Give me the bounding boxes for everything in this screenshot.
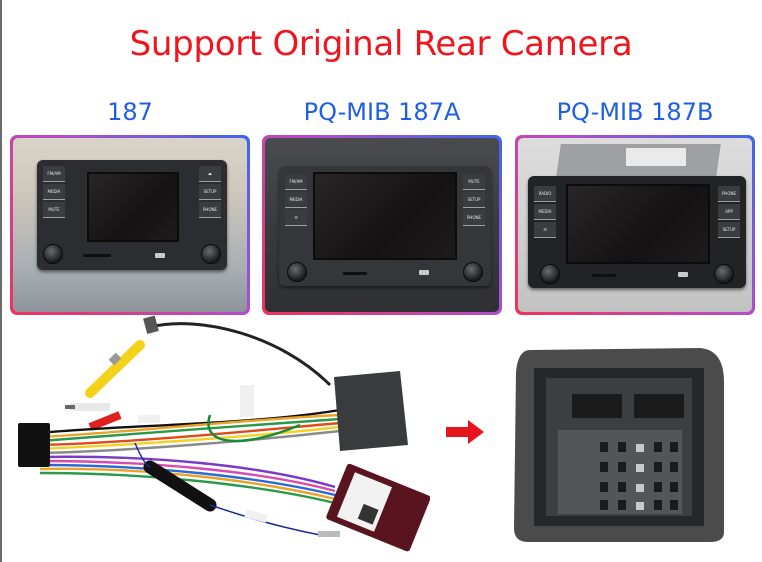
sd-slot [343,272,367,275]
radio-button: SETUP [718,222,740,238]
radio-photo-187b: RADIO MEDIA ☰ PHONE APP SETUP [518,138,752,312]
wire-harness-photo [18,315,430,552]
sd-slot [592,274,616,277]
model-label-187: 187 [107,98,153,126]
radio-screen [87,172,179,242]
volume-knob [287,262,307,282]
page-title: Support Original Rear Camera [129,24,633,64]
photo-frame-187a: FM/AM MEDIA ☰ MUTE SETUP PHONE [262,135,502,315]
volume-knob [540,264,560,284]
radio-screen [313,172,457,260]
radio-button: MUTE [463,174,485,190]
radio-button: FM/AM [285,174,307,190]
right-arrow-icon [446,420,484,444]
photo-frame-187b: RADIO MEDIA ☰ PHONE APP SETUP [515,135,755,315]
iso-connector [18,423,50,467]
tune-knob [463,262,483,282]
radio-button: MEDIA [43,184,65,200]
connector-photo [514,348,724,542]
sd-slot [83,254,111,257]
radio-sticker [626,148,686,166]
tune-knob [201,244,221,264]
image-border [0,0,2,562]
radio-photo-187: FM/AM MEDIA MUTE ⏏ SETUP PHONE [13,138,247,312]
model-label-187a: PQ-MIB 187A [303,98,461,126]
photo-frame-187: FM/AM MEDIA MUTE ⏏ SETUP PHONE [10,135,250,315]
radio-button: PHONE [718,186,740,202]
radio-button: MEDIA [534,204,556,220]
radio-button: RADIO [534,186,556,202]
radio-unit: FM/AM MEDIA MUTE ⏏ SETUP PHONE [37,160,227,270]
radio-screen [566,184,710,264]
radio-button: PHONE [199,202,221,218]
radio-unit: FM/AM MEDIA ☰ MUTE SETUP PHONE [279,166,491,286]
usb-port [419,270,429,275]
radio-button: FM/AM [43,166,65,182]
radio-button: ☰ [534,222,556,238]
radio-photo-187a: FM/AM MEDIA ☰ MUTE SETUP PHONE [265,138,499,312]
radio-button: APP [718,204,740,220]
radio-button: SETUP [199,184,221,200]
radio-button: ⏏ [199,166,221,182]
model-label-187b: PQ-MIB 187B [556,98,714,126]
radio-button: SETUP [463,192,485,208]
tune-knob [714,264,734,284]
radio-button: MUTE [43,202,65,218]
usb-port [678,272,688,277]
volume-knob [43,244,63,264]
usb-port [155,253,165,258]
radio-unit: RADIO MEDIA ☰ PHONE APP SETUP [528,176,746,288]
radio-button: ☰ [285,210,307,226]
radio-button: PHONE [463,210,485,226]
radio-button: MEDIA [285,192,307,208]
